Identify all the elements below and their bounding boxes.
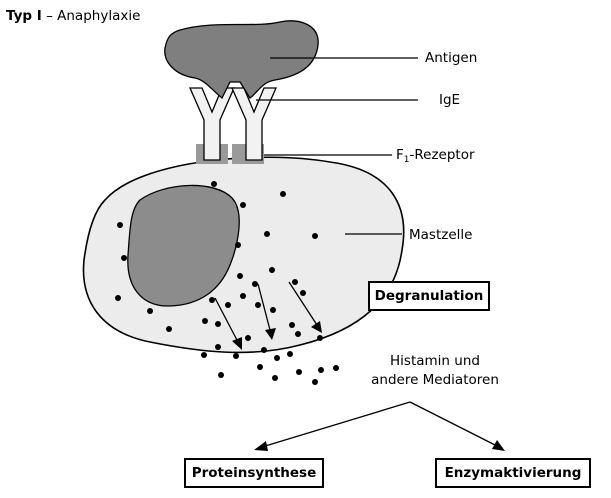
label-mediators-line2: andere Mediatoren — [358, 372, 512, 388]
box-enzymaktivierung: Enzymaktivierung — [435, 458, 591, 488]
label-ige: IgE — [439, 92, 460, 108]
pathway-arrows — [254, 402, 505, 451]
diagram-title: Typ I – Anaphylaxie — [6, 8, 140, 24]
receptor-subscript: 1 — [404, 155, 410, 165]
receptor-prefix: F — [396, 147, 404, 163]
label-antigen: Antigen — [425, 50, 477, 66]
box-degranulation: Degranulation — [368, 281, 490, 311]
title-text: – Anaphylaxie — [46, 8, 140, 24]
label-fc-receptor: F1-Rezeptor — [396, 147, 475, 165]
title-type: Typ I — [6, 8, 42, 24]
box-proteinsynthese: Proteinsynthese — [184, 458, 324, 488]
label-mastzelle: Mastzelle — [409, 227, 472, 243]
antigen-blob — [165, 21, 318, 98]
label-mediators-line1: Histamin und — [380, 353, 490, 369]
receptor-suffix: -Rezeptor — [410, 147, 475, 163]
